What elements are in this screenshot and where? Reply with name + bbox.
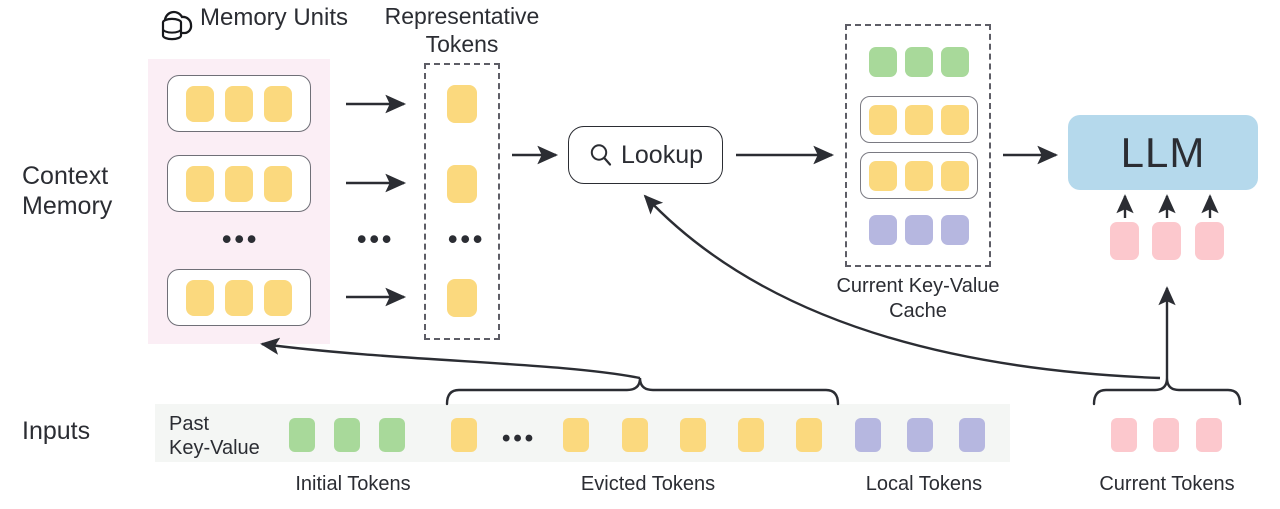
input-token-current bbox=[1196, 418, 1222, 452]
kv-row-retrieved-unit bbox=[860, 96, 978, 143]
memory-token bbox=[264, 279, 292, 316]
lookup-label: Lookup bbox=[620, 140, 704, 169]
memory-unit[interactable] bbox=[167, 269, 311, 326]
kv-row-initial-tokens bbox=[866, 44, 972, 80]
memory-unit[interactable] bbox=[167, 155, 311, 212]
arrow-evicted-to-context-memory bbox=[260, 337, 641, 380]
input-token-current bbox=[1153, 418, 1179, 452]
caption-initial-tokens: Initial Tokens bbox=[295, 473, 411, 495]
input-token-local bbox=[907, 418, 933, 452]
input-token-evicted bbox=[622, 418, 648, 452]
kv-row-local-tokens bbox=[866, 212, 972, 248]
memory-token bbox=[186, 165, 214, 202]
kv-token-local bbox=[905, 215, 933, 245]
representative-tokens-label: Representative Tokens bbox=[384, 3, 540, 57]
input-token-evicted bbox=[796, 418, 822, 452]
kv-token-local bbox=[869, 215, 897, 245]
memory-token bbox=[186, 279, 214, 316]
input-token-initial bbox=[379, 418, 405, 452]
kv-token-retrieved bbox=[941, 104, 969, 135]
input-token-current bbox=[1111, 418, 1137, 452]
kv-token-local bbox=[941, 215, 969, 245]
past-key-value-label: Past Key-Value bbox=[169, 413, 260, 459]
memory-token bbox=[225, 85, 253, 122]
input-token-evicted bbox=[563, 418, 589, 452]
input-token-local bbox=[855, 418, 881, 452]
input-token-initial bbox=[334, 418, 360, 452]
current-kv-cache-caption: Current Key-Value Cache bbox=[836, 275, 1000, 322]
memory-token bbox=[264, 165, 292, 202]
kv-token-retrieved bbox=[869, 104, 897, 135]
brace-evicted-tokens bbox=[445, 377, 840, 406]
magnifier-icon bbox=[588, 142, 614, 168]
current-token-chip bbox=[1152, 222, 1181, 260]
mapping-ellipsis: ••• bbox=[357, 224, 395, 254]
memory-token bbox=[186, 85, 214, 122]
memory-token bbox=[225, 279, 253, 316]
input-token-initial bbox=[289, 418, 315, 452]
kv-token-initial bbox=[905, 47, 933, 77]
memory-units-label: Memory Units bbox=[200, 4, 349, 31]
current-token-chip bbox=[1195, 222, 1224, 260]
memory-token bbox=[264, 85, 292, 122]
caption-local-tokens: Local Tokens bbox=[865, 473, 983, 495]
memory-token bbox=[225, 165, 253, 202]
kv-token-initial bbox=[869, 47, 897, 77]
arrow-memory-to-representative bbox=[346, 94, 407, 307]
representative-token bbox=[447, 165, 477, 203]
memory-units-ellipsis: ••• bbox=[222, 224, 260, 254]
representative-token bbox=[447, 279, 477, 317]
kv-token-initial bbox=[941, 47, 969, 77]
input-token-local bbox=[959, 418, 985, 452]
llm-box[interactable]: LLM bbox=[1068, 115, 1258, 190]
kv-token-retrieved bbox=[905, 160, 933, 191]
caption-current-tokens: Current Tokens bbox=[1099, 473, 1235, 495]
input-token-evicted bbox=[738, 418, 764, 452]
kv-token-retrieved bbox=[905, 104, 933, 135]
arrow-current-tokens-to-llm bbox=[1116, 194, 1219, 218]
lookup-box[interactable]: Lookup bbox=[568, 126, 723, 184]
inputs-ellipsis: ••• bbox=[502, 425, 537, 452]
current-token-chip bbox=[1110, 222, 1139, 260]
representative-token bbox=[447, 85, 477, 123]
row-label-inputs: Inputs bbox=[22, 417, 91, 445]
memory-unit[interactable] bbox=[167, 75, 311, 132]
input-token-evicted bbox=[680, 418, 706, 452]
llm-label: LLM bbox=[1120, 128, 1206, 176]
representative-tokens-ellipsis: ••• bbox=[448, 224, 486, 254]
brace-current-tokens bbox=[1092, 377, 1242, 406]
cloud-database-icon bbox=[155, 4, 199, 48]
caption-evicted-tokens: Evicted Tokens bbox=[580, 473, 716, 495]
row-label-context-memory: Context Memory bbox=[22, 162, 113, 220]
kv-token-retrieved bbox=[869, 160, 897, 191]
kv-token-retrieved bbox=[941, 160, 969, 191]
input-token-evicted bbox=[451, 418, 477, 452]
representative-tokens-box bbox=[424, 63, 500, 340]
kv-row-retrieved-unit bbox=[860, 152, 978, 199]
